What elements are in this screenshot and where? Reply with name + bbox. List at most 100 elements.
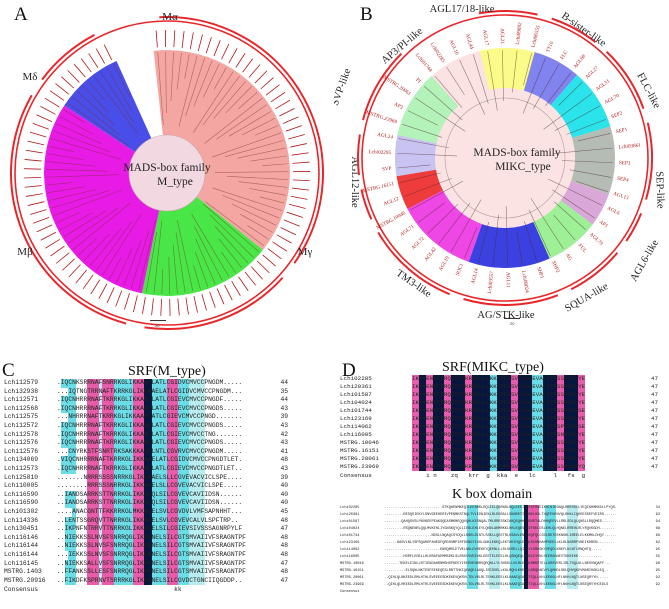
residue-shade	[128, 551, 133, 560]
sequence-name: Lchi01587	[340, 520, 360, 524]
residue-shade	[60, 439, 65, 448]
residue-shade	[136, 525, 141, 534]
residue-shade	[471, 575, 474, 582]
residue-shade	[486, 431, 490, 439]
residue-shade	[507, 391, 512, 399]
leaf-label: SEP1	[615, 127, 628, 136]
residue-shade	[488, 561, 491, 568]
tree-branch	[576, 181, 608, 192]
residue-shade	[64, 525, 69, 534]
residue-shade	[200, 379, 205, 388]
residue-shade	[519, 547, 522, 554]
residue-shade	[464, 391, 469, 399]
residue-shade	[556, 423, 561, 431]
leaf-label: AGL6	[606, 205, 621, 216]
residue-shade	[68, 533, 73, 543]
residue-shade	[91, 508, 95, 517]
residue-shade	[159, 456, 164, 465]
residue-count: 43	[280, 439, 288, 447]
residue-shade	[426, 431, 430, 439]
residue-shade	[524, 399, 529, 407]
residue-shade	[493, 526, 496, 533]
residue-shade	[532, 447, 536, 455]
residue-shade	[196, 525, 201, 534]
residue-shade	[181, 551, 186, 560]
residue-shade	[490, 505, 494, 512]
residue-shade	[159, 422, 164, 431]
clade-wedge	[550, 74, 611, 138]
residue-shade	[573, 575, 577, 582]
residue-shade	[109, 533, 114, 543]
residue-shade	[125, 559, 129, 569]
tree-center-title: MADS-box family	[473, 147, 560, 159]
residue-shade	[162, 516, 167, 526]
residue-shade	[546, 375, 550, 383]
residue-shade	[91, 465, 95, 474]
leaf-label	[270, 91, 286, 103]
residue-shade	[549, 423, 554, 431]
alignment-row: Lchi12575...NHRRRNAFTKRRKGLIKKAAELATLCGI…	[4, 413, 334, 422]
residue-shade	[166, 456, 171, 465]
residue-shade	[490, 582, 494, 589]
residue-shade	[581, 375, 586, 383]
residue-shade	[162, 439, 167, 448]
tree-branch	[548, 178, 603, 206]
residue-shade	[162, 533, 167, 543]
residue-shade	[136, 447, 141, 457]
residue-shade	[140, 508, 145, 517]
residue-shade	[524, 463, 529, 471]
residue-shade	[436, 375, 441, 383]
residue-shade	[94, 422, 99, 431]
residue-shade	[109, 473, 114, 483]
residue-shade	[102, 551, 107, 560]
residue-shade	[546, 391, 550, 399]
leaf-label: Lchi01744	[414, 52, 433, 73]
residue-shade	[185, 379, 190, 388]
residue-shade	[140, 568, 145, 577]
residue-shade	[136, 396, 141, 405]
alignment-row: Lchi12573.IQCNHRRRNAFTKRRKGLIKKAAELATLCG…	[4, 465, 334, 474]
residue-shade	[166, 568, 171, 577]
residue-shade	[64, 542, 69, 551]
residue-shade	[162, 525, 167, 534]
tree-branch	[512, 50, 518, 93]
residue-shade	[489, 439, 494, 447]
residue-shade	[98, 533, 103, 543]
residue-shade	[549, 512, 553, 519]
residue-shade	[132, 456, 137, 465]
residue-shade	[106, 516, 111, 526]
tree-branch	[404, 178, 452, 197]
residue-shade	[536, 526, 539, 533]
residue-shade	[547, 561, 550, 568]
tree-branch	[502, 50, 504, 102]
residue-shade	[200, 465, 205, 474]
residue-shade	[189, 559, 194, 569]
residue-shade	[128, 447, 133, 457]
tree-branch	[450, 199, 482, 252]
residue-shade	[469, 526, 472, 533]
residue-shade	[117, 542, 122, 551]
residue-shade	[429, 431, 434, 439]
tree-branch	[224, 140, 284, 158]
residue-shade	[415, 431, 420, 439]
residue-shade	[433, 439, 437, 447]
alignment-row: Lchi16590..IANDSARRKSTTNRRKGLIKKVEQLSILC…	[4, 490, 334, 500]
residue-shade	[493, 519, 496, 526]
residue-shade	[528, 375, 533, 383]
leaf-label: AP1	[598, 219, 609, 229]
residue-shade	[469, 554, 472, 561]
residue-shade	[121, 413, 126, 422]
residue-shade	[151, 439, 156, 448]
leaf-label	[197, 34, 203, 52]
residue-shade	[125, 439, 129, 448]
residue-shade	[539, 455, 543, 463]
residue-shade	[514, 554, 518, 561]
residue-shade	[68, 379, 73, 388]
residue-shade	[412, 415, 416, 423]
residue-shade	[113, 542, 118, 551]
residue-shade	[443, 439, 448, 447]
tree-branch	[46, 174, 120, 178]
tree-branch	[216, 104, 268, 140]
alignment-row: Lchi25810.......NRRRSSSSNRRKGLIKKAAELSLL…	[4, 473, 334, 483]
alignment-row: Lchi30451..IKPNFNTRRVTTNRRKGLIKKAKELSILC…	[4, 525, 334, 534]
